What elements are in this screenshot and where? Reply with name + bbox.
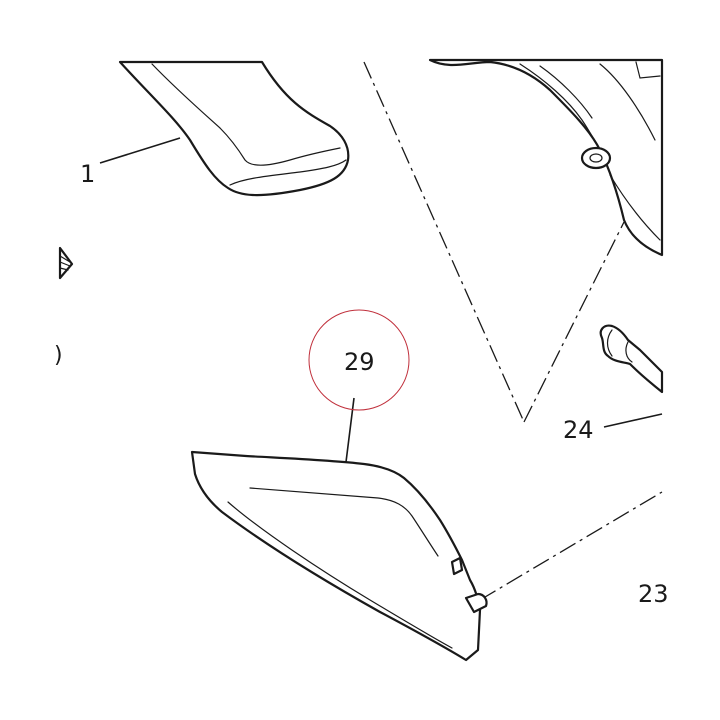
tab-peg-upper <box>450 556 464 576</box>
leader-29 <box>345 397 355 463</box>
highlight-circle <box>308 309 410 411</box>
part-1-seat <box>118 60 350 197</box>
centerline-c <box>479 491 663 601</box>
centerline-a <box>363 61 525 423</box>
label-edge-fragment: ) <box>54 343 63 368</box>
left-edge-arrow-fragment <box>58 246 74 280</box>
part-24-bolt <box>599 324 664 394</box>
centerline-b <box>523 221 625 423</box>
mount-hole <box>580 146 612 170</box>
label-part-29: 29 <box>344 348 375 376</box>
leader-24 <box>603 413 663 428</box>
leader-1 <box>99 137 181 164</box>
tab-peg-lower <box>464 592 488 614</box>
label-part-24: 24 <box>563 416 594 444</box>
part-29-side-cover <box>190 450 488 662</box>
label-part-23: 23 <box>638 580 669 608</box>
label-part-1: 1 <box>80 160 95 188</box>
frame-bracket <box>428 58 664 257</box>
